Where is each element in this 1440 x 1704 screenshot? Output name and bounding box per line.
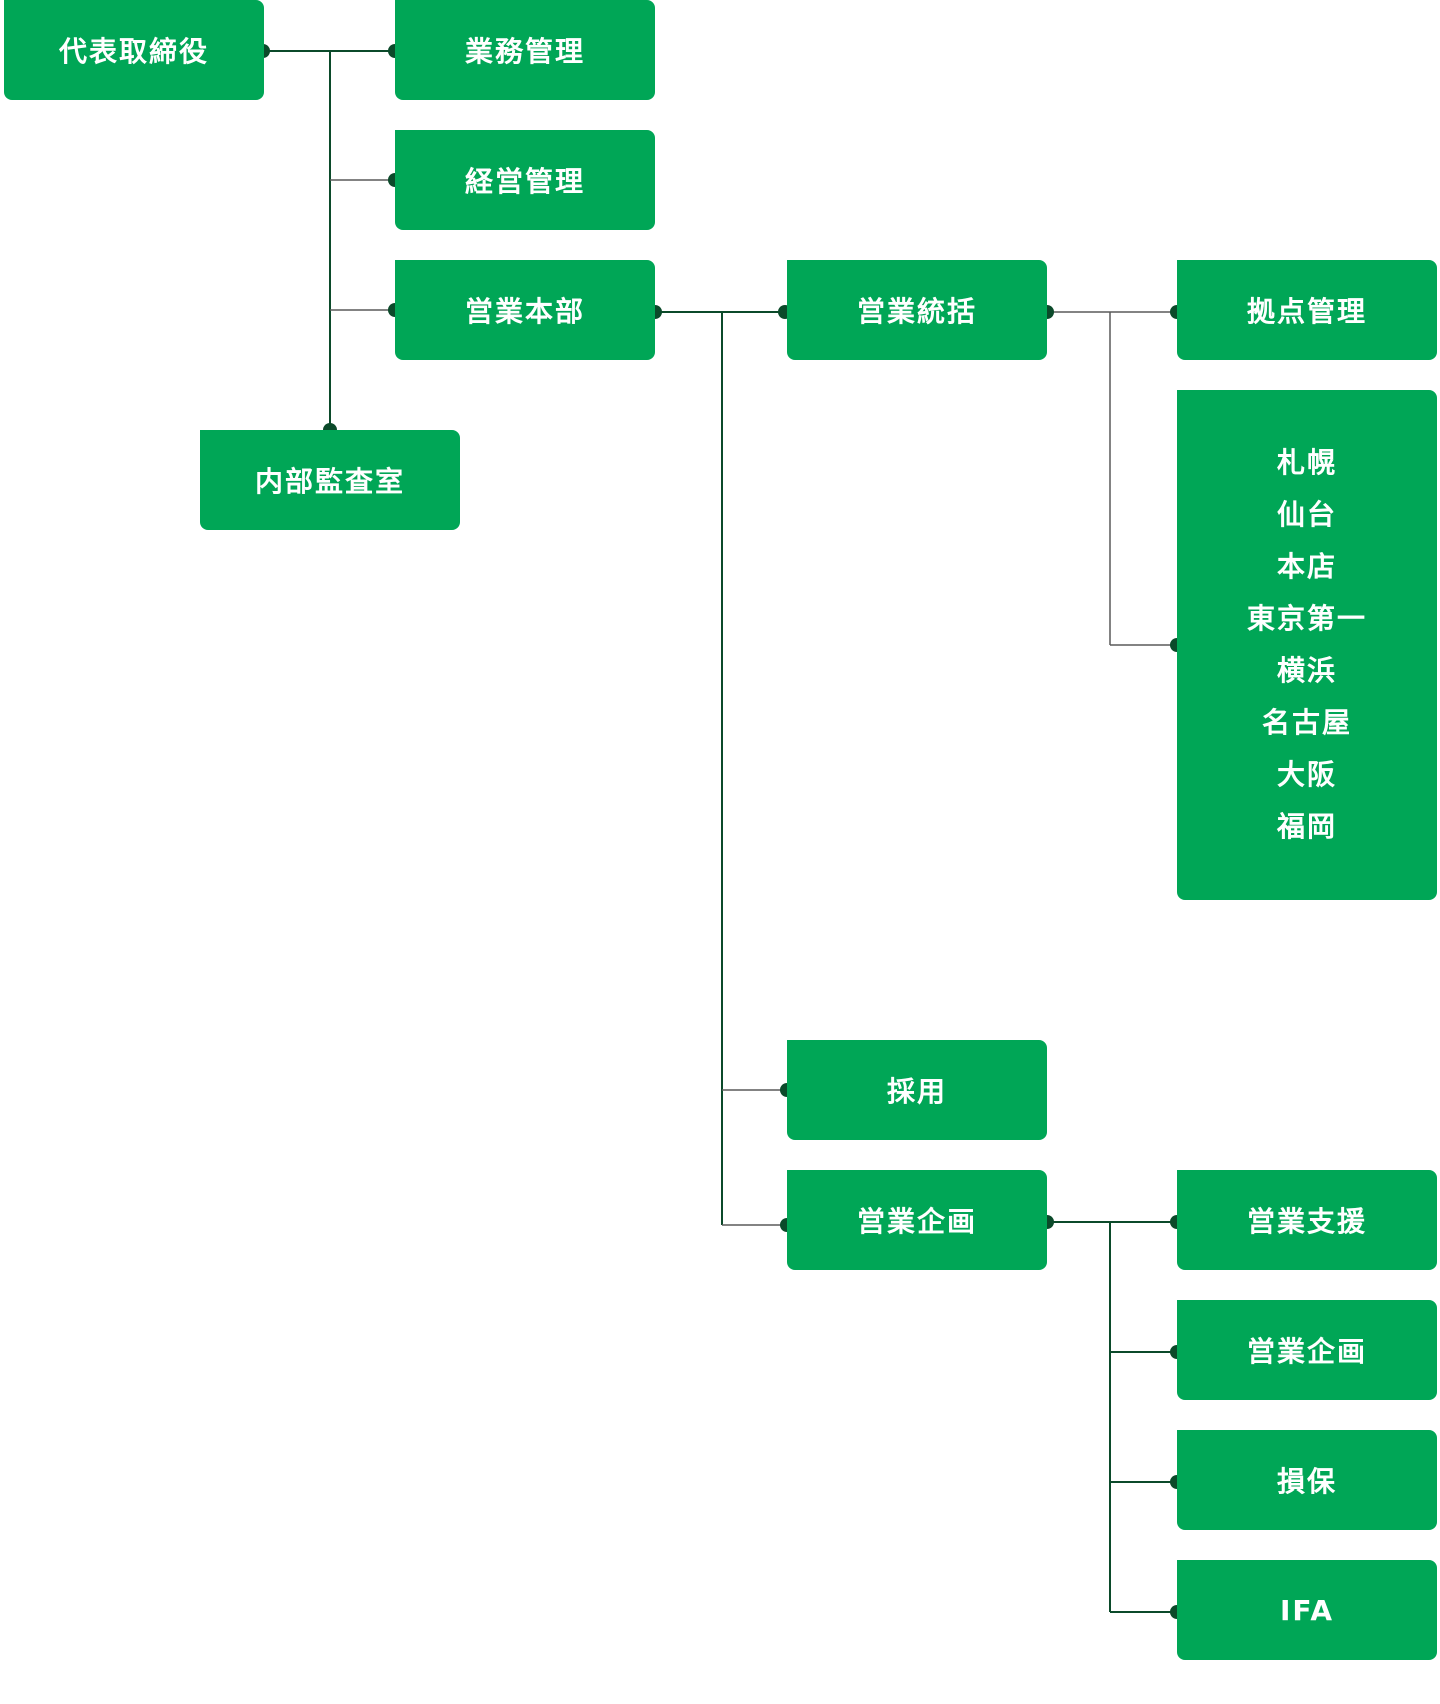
branch-item: 本店 (1276, 550, 1337, 583)
node-sonpo: 損保 (1177, 1430, 1437, 1530)
branch-item: 札幌 (1276, 446, 1337, 479)
branch-item: 名古屋 (1261, 706, 1352, 739)
node-eigyo-kikaku-label: 営業企画 (856, 1205, 977, 1238)
node-eigyo-kikaku-child: 営業企画 (1177, 1300, 1437, 1400)
node-ceo: 代表取締役 (4, 0, 264, 100)
node-sonpo-label: 損保 (1276, 1465, 1337, 1498)
node-ceo-label: 代表取締役 (58, 35, 209, 68)
node-eigyo-shien-label: 営業支援 (1246, 1205, 1367, 1238)
node-branches: 札幌 仙台 本店 東京第一 横浜 名古屋 大阪 福岡 (1177, 390, 1437, 900)
node-eigyo-honbu-label: 営業本部 (464, 295, 585, 328)
branch-item: 仙台 (1276, 498, 1337, 531)
branch-item: 横浜 (1276, 654, 1337, 687)
node-saiyo-label: 採用 (886, 1075, 947, 1108)
node-keiei-kanri-label: 経営管理 (464, 165, 585, 198)
node-saiyo: 採用 (787, 1040, 1047, 1140)
branch-item: 東京第一 (1246, 602, 1367, 635)
node-kyoten-kanri: 拠点管理 (1177, 260, 1437, 360)
branch-item: 福岡 (1276, 810, 1337, 843)
node-eigyo-kikaku: 営業企画 (787, 1170, 1047, 1270)
branch-item: 大阪 (1276, 758, 1337, 791)
node-ifa-label: IFA (1279, 1593, 1334, 1627)
node-eigyo-kikaku-child-label: 営業企画 (1246, 1335, 1367, 1368)
node-naibu-kansa-label: 内部監査室 (254, 465, 405, 498)
node-gyomu-kanri-label: 業務管理 (464, 35, 585, 68)
node-gyomu-kanri: 業務管理 (395, 0, 655, 100)
node-eigyo-honbu: 営業本部 (395, 260, 655, 360)
node-naibu-kansa: 内部監査室 (200, 430, 460, 530)
node-eigyo-shien: 営業支援 (1177, 1170, 1437, 1270)
branch-list: 札幌 仙台 本店 東京第一 横浜 名古屋 大阪 福岡 (1247, 437, 1367, 853)
node-keiei-kanri: 経営管理 (395, 130, 655, 230)
node-eigyo-tokatsu-label: 営業統括 (856, 295, 977, 328)
node-eigyo-tokatsu: 営業統括 (787, 260, 1047, 360)
node-ifa: IFA (1177, 1560, 1437, 1660)
node-kyoten-kanri-label: 拠点管理 (1246, 295, 1367, 328)
